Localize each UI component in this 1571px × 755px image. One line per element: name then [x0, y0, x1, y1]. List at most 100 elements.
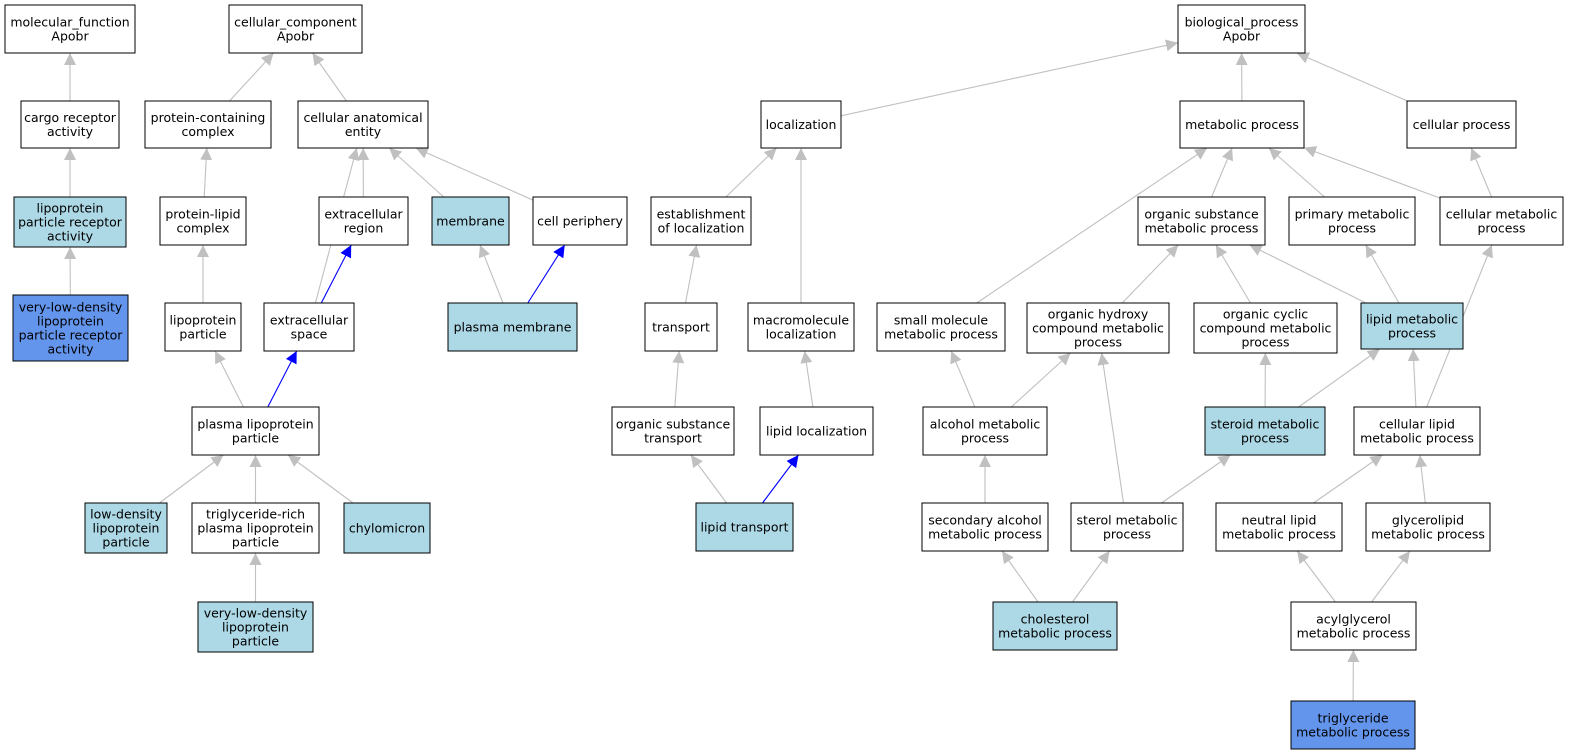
- node-label-line: particle receptor: [18, 215, 123, 230]
- node-box: [1026, 302, 1170, 354]
- node-pm[interactable]: plasma membrane: [447, 302, 578, 352]
- node-box: [644, 302, 718, 352]
- node-box: [1179, 100, 1305, 149]
- node-label-line: organic substance: [616, 417, 731, 432]
- edge-pmp-to-mp: [1268, 147, 1325, 198]
- node-mp[interactable]: metabolic process: [1179, 100, 1305, 149]
- node-trans[interactable]: transport: [644, 302, 718, 352]
- node-label-line: plasma lipoprotein: [197, 417, 313, 432]
- node-label-line: chylomicron: [349, 521, 425, 536]
- node-label-line: organic hydroxy: [1048, 307, 1149, 322]
- node-label-line: metabolic process: [1185, 117, 1299, 132]
- edge-ldl-to-plpp: [159, 454, 224, 504]
- node-label-line: cargo receptor: [24, 110, 117, 125]
- node-label-line: particle: [102, 535, 149, 550]
- edge-occmp-to-osmp: [1215, 244, 1251, 304]
- node-label-line: triglyceride: [1317, 711, 1388, 726]
- node-box: [447, 302, 578, 352]
- node-label-line: localization: [766, 117, 837, 132]
- node-label-line: alcohol metabolic: [930, 417, 1041, 432]
- node-box: [343, 502, 431, 554]
- node-box: [159, 196, 247, 246]
- node-box: [876, 302, 1006, 352]
- node-label-line: lipid transport: [700, 520, 788, 535]
- node-chylo[interactable]: chylomicron: [343, 502, 431, 554]
- edge-agmp-to-nlmp: [1296, 550, 1336, 603]
- node-label-line: compound metabolic: [1200, 321, 1332, 336]
- node-label-line: glycerolipid: [1392, 513, 1464, 528]
- edge-es-to-er: [320, 244, 352, 304]
- node-label-line: metabolic process: [1145, 221, 1259, 236]
- node-box: [747, 302, 855, 352]
- edge-chol-to-samp: [1001, 550, 1039, 603]
- node-label-line: primary metabolic: [1295, 207, 1410, 222]
- node-cp[interactable]: cell periphery: [532, 196, 628, 246]
- node-box: [1288, 196, 1416, 246]
- edge-agmp-to-glmp: [1371, 550, 1411, 603]
- edge-clmp-to-lmp: [1407, 348, 1420, 408]
- edge-chylo-to-plpp: [287, 454, 354, 504]
- node-label-line: macromolecule: [753, 313, 849, 328]
- node-label-line: space: [291, 327, 328, 342]
- node-loc[interactable]: localization: [760, 100, 842, 149]
- edge-lt-to-ost: [690, 454, 728, 504]
- node-mem[interactable]: membrane: [431, 196, 510, 246]
- node-box: [318, 196, 409, 246]
- edge-lmp-to-pmp: [1365, 244, 1400, 304]
- node-ll[interactable]: lipid localization: [759, 406, 874, 456]
- node-label-line: metabolic process: [1222, 527, 1336, 542]
- node-cellp[interactable]: cellular process: [1406, 100, 1517, 149]
- node-box: [1070, 502, 1184, 552]
- node-label-line: lipoprotein: [222, 620, 289, 635]
- node-box: [1290, 601, 1417, 651]
- node-label-line: metabolic process: [1296, 725, 1410, 740]
- node-label-line: cell periphery: [537, 214, 623, 229]
- node-label-line: small molecule: [894, 313, 989, 328]
- node-label-line: organic cyclic: [1223, 307, 1308, 322]
- node-box: [1177, 4, 1306, 54]
- edge-mem-to-cae: [388, 147, 445, 198]
- node-label-line: activity: [47, 124, 94, 139]
- node-label-line: organic substance: [1144, 207, 1259, 222]
- node-label-line: transport: [652, 320, 710, 335]
- node-lt[interactable]: lipid transport: [695, 502, 794, 552]
- node-box: [297, 100, 429, 149]
